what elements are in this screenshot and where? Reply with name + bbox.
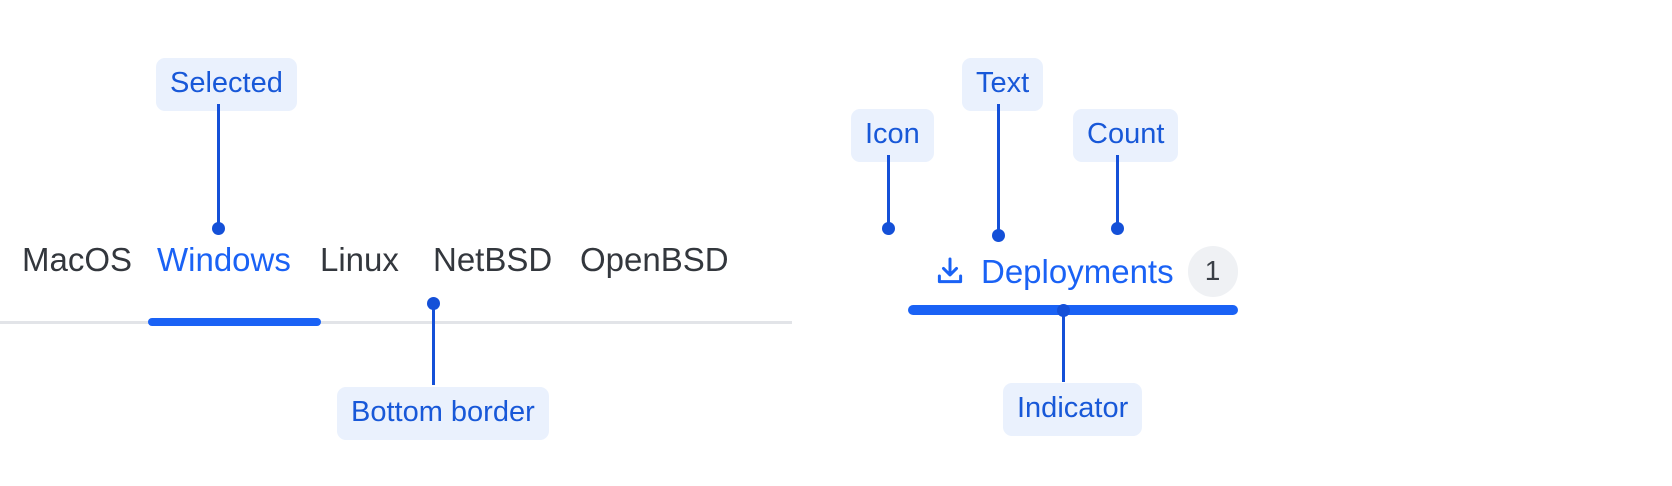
annotation-label-indicator: Indicator <box>1003 383 1143 436</box>
annotation-label-icon: Icon <box>851 109 934 162</box>
tab-deployments-content: Deployments 1 <box>933 243 1238 299</box>
tab-openbsd[interactable]: OpenBSD <box>580 241 729 278</box>
tab-linux[interactable]: Linux <box>320 241 399 278</box>
tab-deployments-label: Deployments <box>981 252 1174 290</box>
tab-deployments-indicator <box>908 305 1238 315</box>
tab-windows[interactable]: Windows <box>157 241 291 278</box>
annotation-line-icon <box>887 155 890 228</box>
annotation-label-text: Text <box>962 58 1044 111</box>
annotation-line-count <box>1116 155 1119 228</box>
tab-deployments[interactable]: Deployments 1 <box>908 243 1240 329</box>
annotation-line-text <box>997 104 1000 235</box>
tab-deployments-count-badge: 1 <box>1187 245 1238 297</box>
annotation-dot-text <box>992 229 1005 242</box>
tab-bottom-border <box>0 321 792 324</box>
annotation-dot-count <box>1111 222 1124 235</box>
download-icon <box>937 257 963 284</box>
annotation-label-count: Count <box>1073 109 1179 162</box>
annotation-line-selected <box>217 104 220 228</box>
annotation-label-selected: Selected <box>156 58 297 111</box>
annotation-dot-selected <box>212 222 225 235</box>
tab-bar-os: MacOS Windows Linux NetBSD OpenBSD <box>0 243 792 323</box>
annotation-line-indicator <box>1062 310 1065 382</box>
tab-selected-indicator <box>148 318 321 326</box>
annotation-dot-icon <box>882 222 895 235</box>
annotation-label-bottom-border: Bottom border <box>337 387 549 440</box>
annotation-line-bottom-border <box>432 303 435 385</box>
tab-netbsd[interactable]: NetBSD <box>433 241 553 278</box>
tab-macos[interactable]: MacOS <box>22 241 133 278</box>
